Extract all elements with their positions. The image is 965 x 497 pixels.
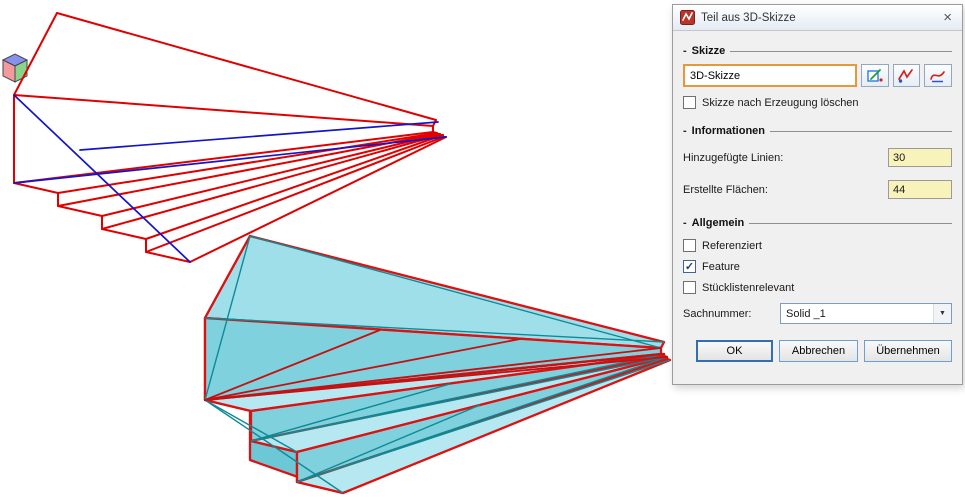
group-header-informationen: - Informationen — [683, 123, 952, 138]
created-faces-label: Erstellte Flächen: — [683, 183, 768, 196]
abbrechen-button[interactable]: Abbrechen — [779, 340, 858, 362]
dialog-content: - Skizze — [673, 31, 962, 362]
delete-sketch-checkbox[interactable] — [683, 96, 696, 109]
chevron-down-icon[interactable]: ▼ — [933, 304, 951, 323]
group-rule — [770, 131, 952, 132]
sachnummer-label: Sachnummer: — [683, 307, 752, 320]
edit-sketch-icon — [867, 68, 883, 82]
edit-sketch-button[interactable] — [860, 64, 889, 87]
referenziert-checkbox-label: Referenziert — [702, 239, 762, 252]
ok-button[interactable]: OK — [696, 340, 773, 362]
feature-checkbox[interactable]: ✓ — [683, 260, 696, 273]
stuecklistenrelevant-checkbox[interactable] — [683, 281, 696, 294]
solid-fan-edges — [204, 329, 668, 401]
sachnummer-value: Solid _1 — [786, 307, 826, 320]
recreate-sketch-button[interactable] — [892, 64, 921, 87]
dialog-icon — [680, 10, 695, 25]
group-label-allgemein: Allgemein — [691, 216, 745, 229]
near-step-profile — [13, 12, 191, 263]
collapse-toggle-icon[interactable]: - — [683, 124, 687, 137]
group-header-allgemein: - Allgemein — [683, 215, 952, 230]
collapse-toggle-icon[interactable]: - — [683, 216, 687, 229]
group-rule — [749, 223, 952, 224]
created-faces-value: 44 — [888, 180, 952, 199]
solid-staircase-part[interactable] — [203, 234, 672, 495]
feature-checkbox-label: Feature — [702, 260, 740, 273]
sketch-name-input[interactable] — [683, 64, 857, 87]
stuecklistenrelevant-checkbox-label: Stücklistenrelevant — [702, 281, 795, 294]
added-lines-label: Hinzugefügte Linien: — [683, 151, 784, 164]
group-header-skizze: - Skizze — [683, 43, 952, 58]
delete-sketch-checkbox-label: Skizze nach Erzeugung löschen — [702, 96, 859, 109]
close-icon[interactable]: × — [943, 9, 952, 26]
sachnummer-dropdown[interactable]: Solid _1 ▼ — [780, 303, 952, 324]
select-sketch-button[interactable] — [924, 64, 953, 87]
uebernehmen-button[interactable]: Übernehmen — [864, 340, 952, 362]
sketch-curve-icon — [930, 70, 946, 82]
dialog-titlebar[interactable]: Teil aus 3D-Skizze × — [673, 5, 962, 31]
group-rule — [730, 51, 952, 52]
check-icon: ✓ — [684, 260, 695, 273]
wireframe-staircase-sketch[interactable] — [13, 12, 447, 263]
wireframe-construction-lines[interactable] — [13, 94, 447, 263]
teil-aus-3d-skizze-dialog: Teil aus 3D-Skizze × - Skizze — [672, 4, 963, 385]
dialog-title: Teil aus 3D-Skizze — [701, 11, 796, 24]
group-label-skizze: Skizze — [691, 44, 726, 57]
added-lines-value: 30 — [888, 148, 952, 167]
solid-faces — [203, 234, 672, 495]
sketch-lines-icon — [898, 68, 914, 83]
referenziert-checkbox[interactable] — [683, 239, 696, 252]
collapse-toggle-icon[interactable]: - — [683, 44, 687, 57]
group-label-informationen: Informationen — [691, 124, 766, 137]
